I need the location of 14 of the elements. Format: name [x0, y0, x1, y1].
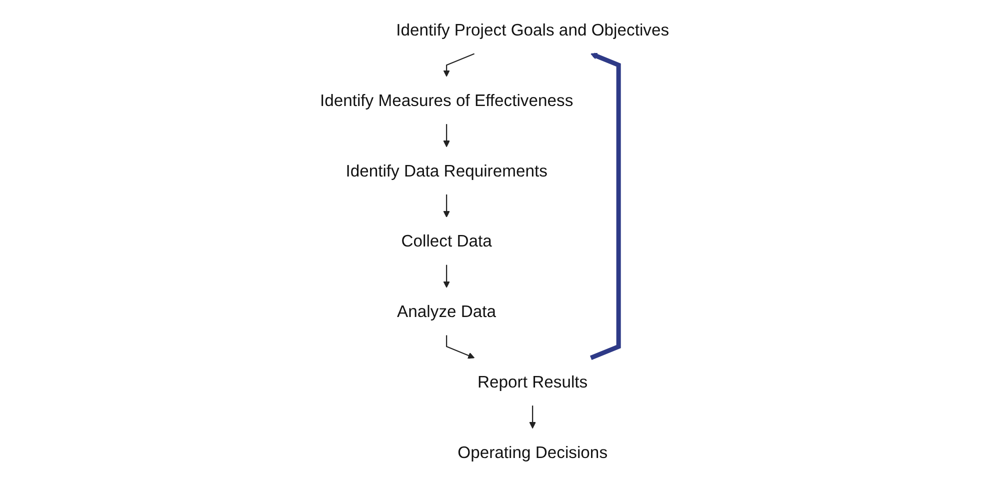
node-text: Identify Project Goals and Objectives: [396, 20, 670, 40]
arrow: [443, 124, 450, 148]
node-text: Operating Decisions: [458, 442, 608, 462]
node-text: Collect Data: [401, 232, 492, 250]
node-text: Identify Data Requirements: [346, 161, 548, 180]
arrow: [443, 53, 475, 77]
node-text: Identify Measures of Effectiveness: [320, 90, 574, 110]
arrow: [443, 264, 450, 288]
arrow: [529, 406, 536, 429]
node-text: Analyze Data: [397, 302, 496, 321]
arrow: [443, 194, 450, 218]
arrow: [590, 52, 621, 360]
node-text: Report Results: [478, 372, 588, 392]
arrow: [446, 335, 475, 359]
